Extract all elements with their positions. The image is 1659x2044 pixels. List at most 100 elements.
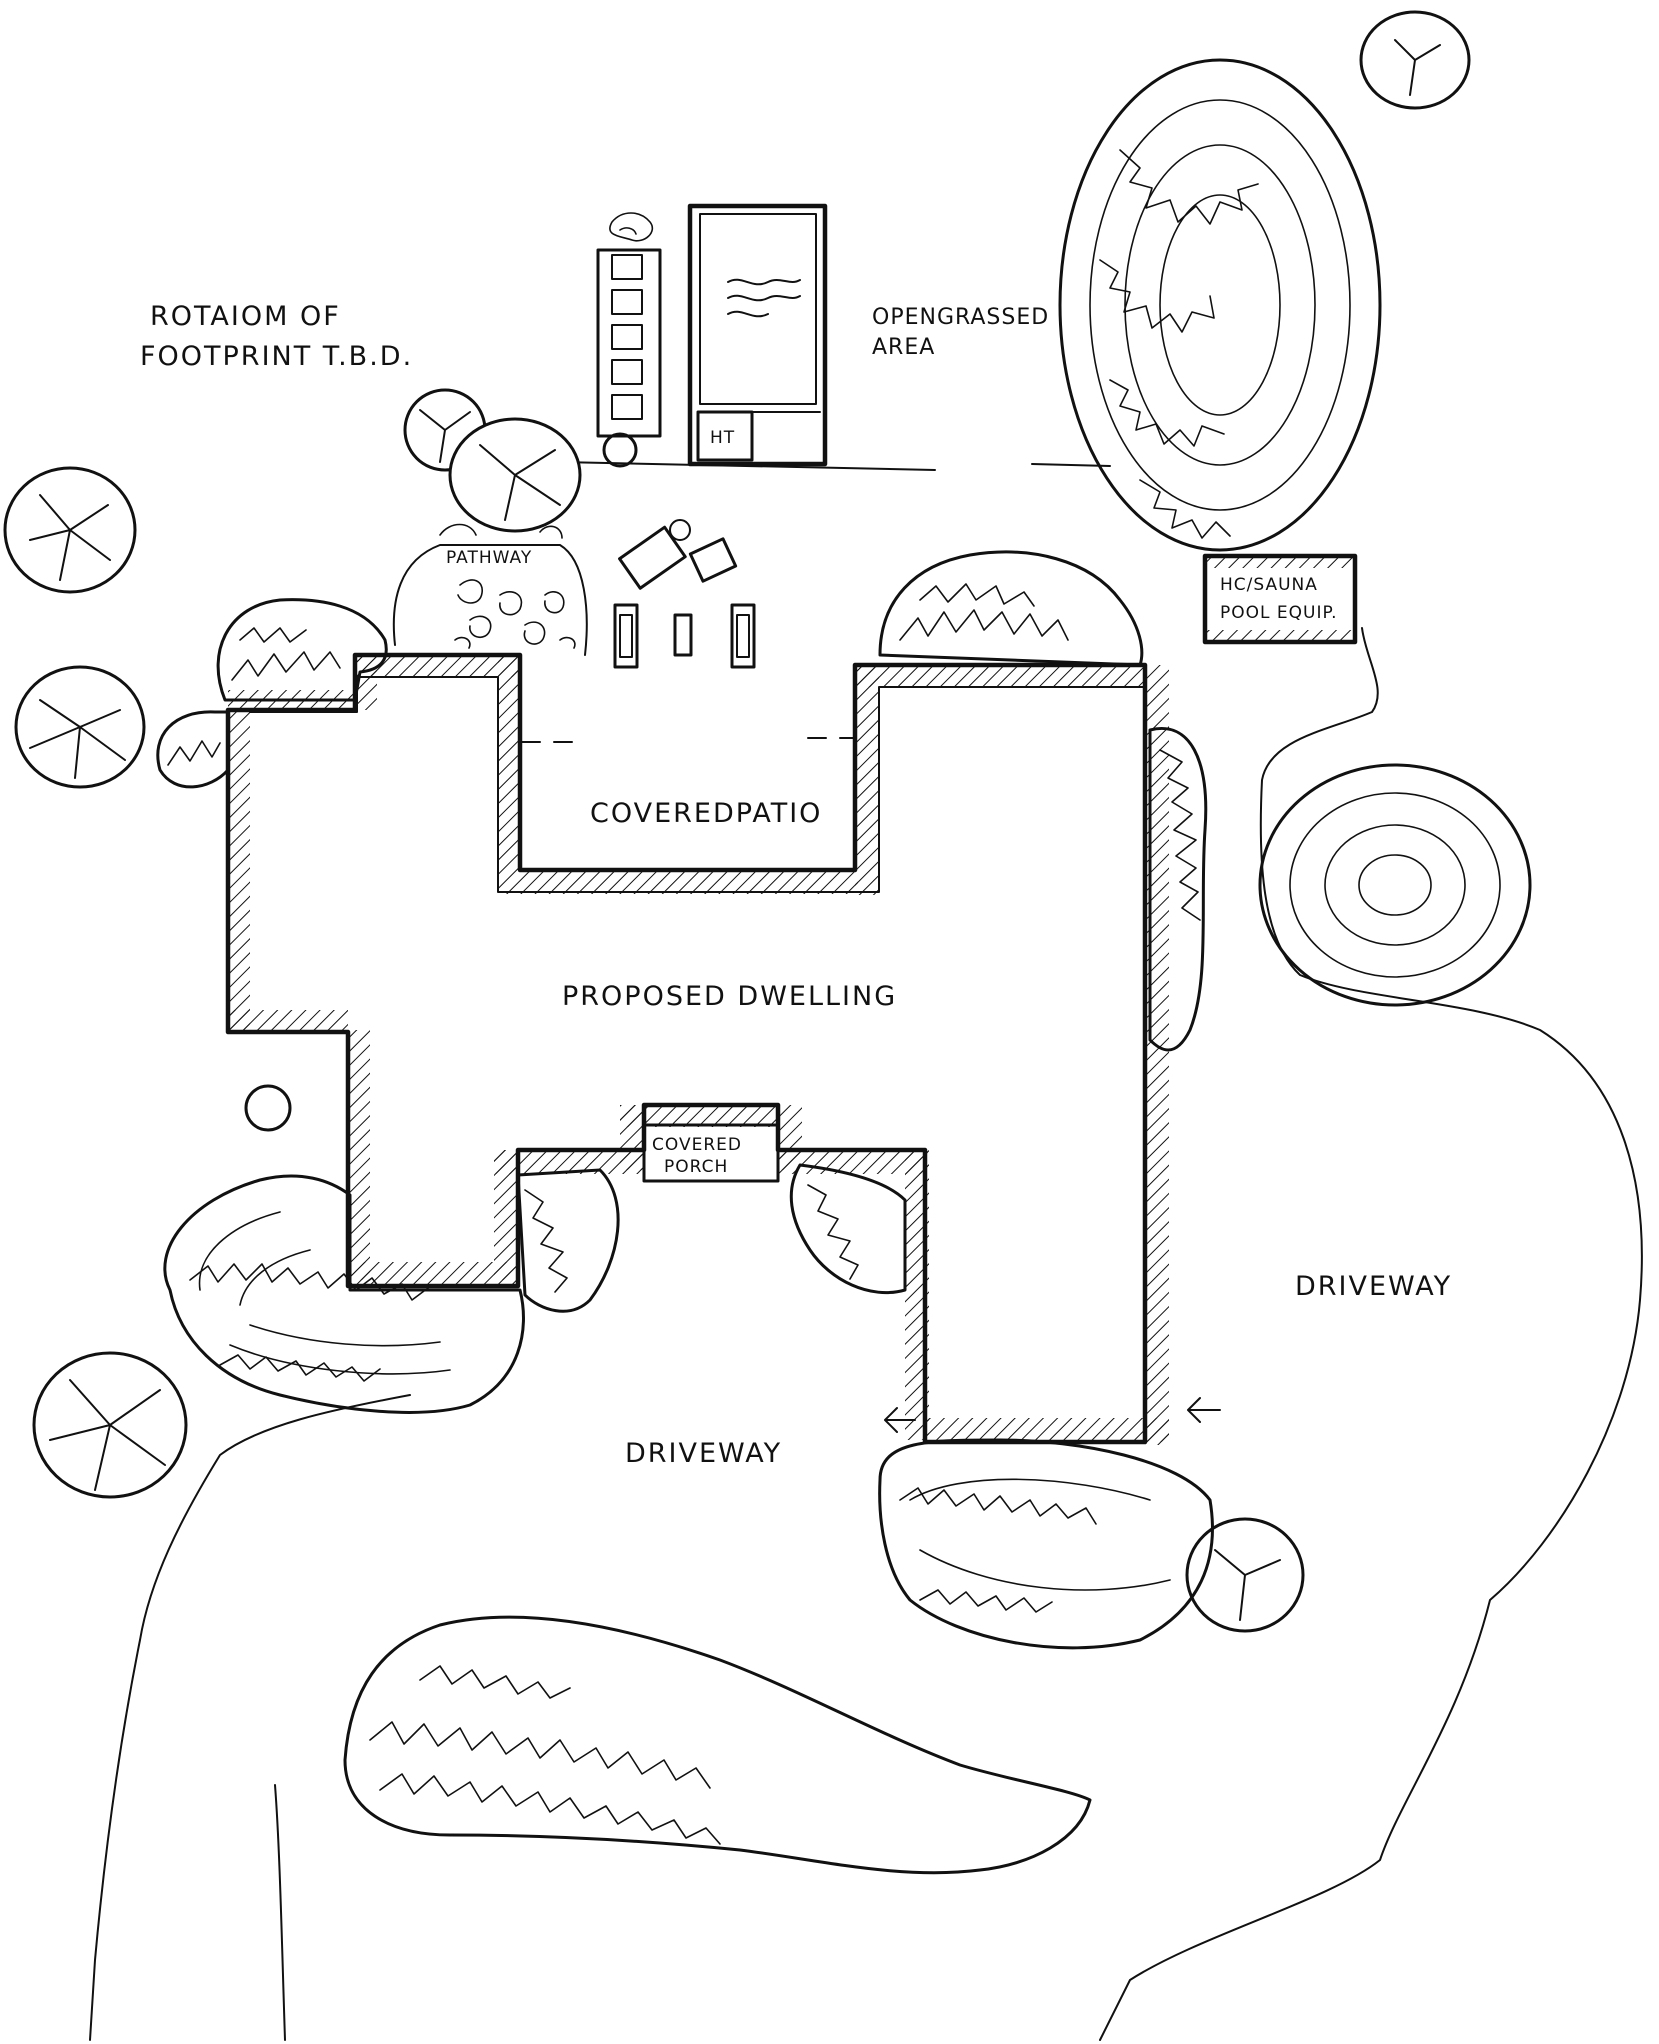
tree-canopy-small [244,1084,292,1132]
covered-porch-label-line2: PORCH [664,1157,728,1177]
shrub-mass-ring [1358,854,1432,916]
entry-arrow-right [1187,1397,1221,1423]
shrub-scribble [1159,749,1201,921]
shrub-mass [343,1615,1092,1875]
shrub-mass-ring [1324,824,1466,946]
rotation-note-line1: ROTAIOM OF [150,301,341,332]
lounge-chair [611,394,643,420]
wall-hatch [355,655,520,677]
house-outline [225,652,1148,1445]
shrub-mass [516,1168,620,1313]
covered-patio-label: COVEREDPATIO [590,798,822,829]
bench [613,603,639,669]
tree-branches [29,699,126,779]
tree-branches [49,1379,166,1491]
wall-hatch [228,1010,348,1032]
patio-table [669,519,691,541]
pool-equipment-label-line2: POOL EQUIP. [1220,603,1337,623]
wall-hatch [498,870,858,894]
wall-hatch [925,1418,1169,1442]
shrub-mass-ring [198,1211,451,1375]
hot-tub [696,410,754,462]
shrub-scribble [1099,149,1259,539]
tree-branches [1214,1549,1281,1621]
pool-inner [699,213,817,405]
shrub-mass [789,1163,907,1295]
shrub-scribble [369,1665,721,1845]
shrub-mass [216,598,388,702]
entry-arrow-left [884,1407,916,1433]
shrub-scribble [189,1263,429,1382]
bench [673,613,693,657]
shrub-mass-ring [1089,99,1351,511]
tree-branches [479,444,561,521]
wall-hatch [778,1150,928,1174]
open-grassed-area-line2: AREA [872,335,935,360]
rotation-note-line2: FOOTPRINT T.B.D. [140,341,413,372]
pathway-outline [392,544,588,656]
tree-branches [419,409,471,463]
shrub-scribble [899,583,1069,641]
lounge-chair [611,359,643,385]
proposed-dwelling-label: PROPOSED DWELLING [562,981,897,1012]
hot-tub-label: HT [710,428,735,448]
grass-edge-west [559,461,936,471]
shrub-mass [878,1438,1214,1650]
wall-hatch [620,1105,780,1127]
lounge-chair [611,324,643,350]
driveway-outline-west [89,1394,411,2041]
shrub-scribble [167,740,221,766]
bench-inner [619,614,633,658]
patio-chair [618,525,687,590]
wall-hatch [498,655,520,870]
bench [730,603,756,669]
pool-equipment-hatch [1205,556,1355,568]
wall-hatch [348,1030,370,1280]
shrub-mass [1148,727,1208,1052]
shrub-scribble [231,627,341,681]
driveway-outline-inner [274,1784,286,2041]
tree-branches [1394,39,1441,96]
lounge-chair [611,254,643,280]
wall-hatch [228,710,250,1030]
pathway-label: PATHWAY [446,548,532,568]
shrub-mass [156,710,230,789]
shrub-mass [1258,763,1532,1007]
wall-hatch [855,665,879,895]
driveway-outline [1099,627,1643,2041]
pool-equipment-enclosure [1202,553,1358,645]
open-grassed-area-line1: OPENGRASSED [872,305,1049,330]
shrub-mass-group [156,58,1532,1875]
shrub-scribble [439,523,576,649]
wall-hatch [855,665,1145,687]
grass-edge-east [1031,463,1111,467]
shrub-scribble [899,1487,1097,1613]
driveway-south-label: DRIVEWAY [625,1438,782,1469]
shrub-mass-ring [1289,792,1501,978]
lounge-chair [611,289,643,315]
covered-porch [642,1123,780,1183]
shrub-mass-ring [1124,144,1316,466]
shrub-scribble [609,212,654,242]
patio-chair [688,537,738,583]
shrub-mass-ring [909,1478,1171,1591]
shrub-mass [1058,58,1382,552]
pool-equipment-hatch [1205,630,1355,642]
shrub-scribble [807,1184,859,1280]
wall-hatch [348,1262,518,1286]
covered-porch-label-line1: COVERED [652,1135,742,1155]
pool-water-lines [727,278,801,318]
shrub-mass [163,1174,525,1414]
shrub-mass [878,550,1144,667]
pool-equipment-label-line1: HC/SAUNA [1220,575,1318,595]
lounge-chair-frame [596,248,662,438]
bench-inner [736,614,750,658]
pool-outline [687,203,828,467]
driveway-east-label: DRIVEWAY [1295,1271,1452,1302]
shrub-mass-ring [1159,194,1281,416]
tree-branches [29,494,111,581]
shrub-scribble [524,1189,568,1293]
side-table [602,432,638,468]
house-inner-outline [249,676,1146,893]
